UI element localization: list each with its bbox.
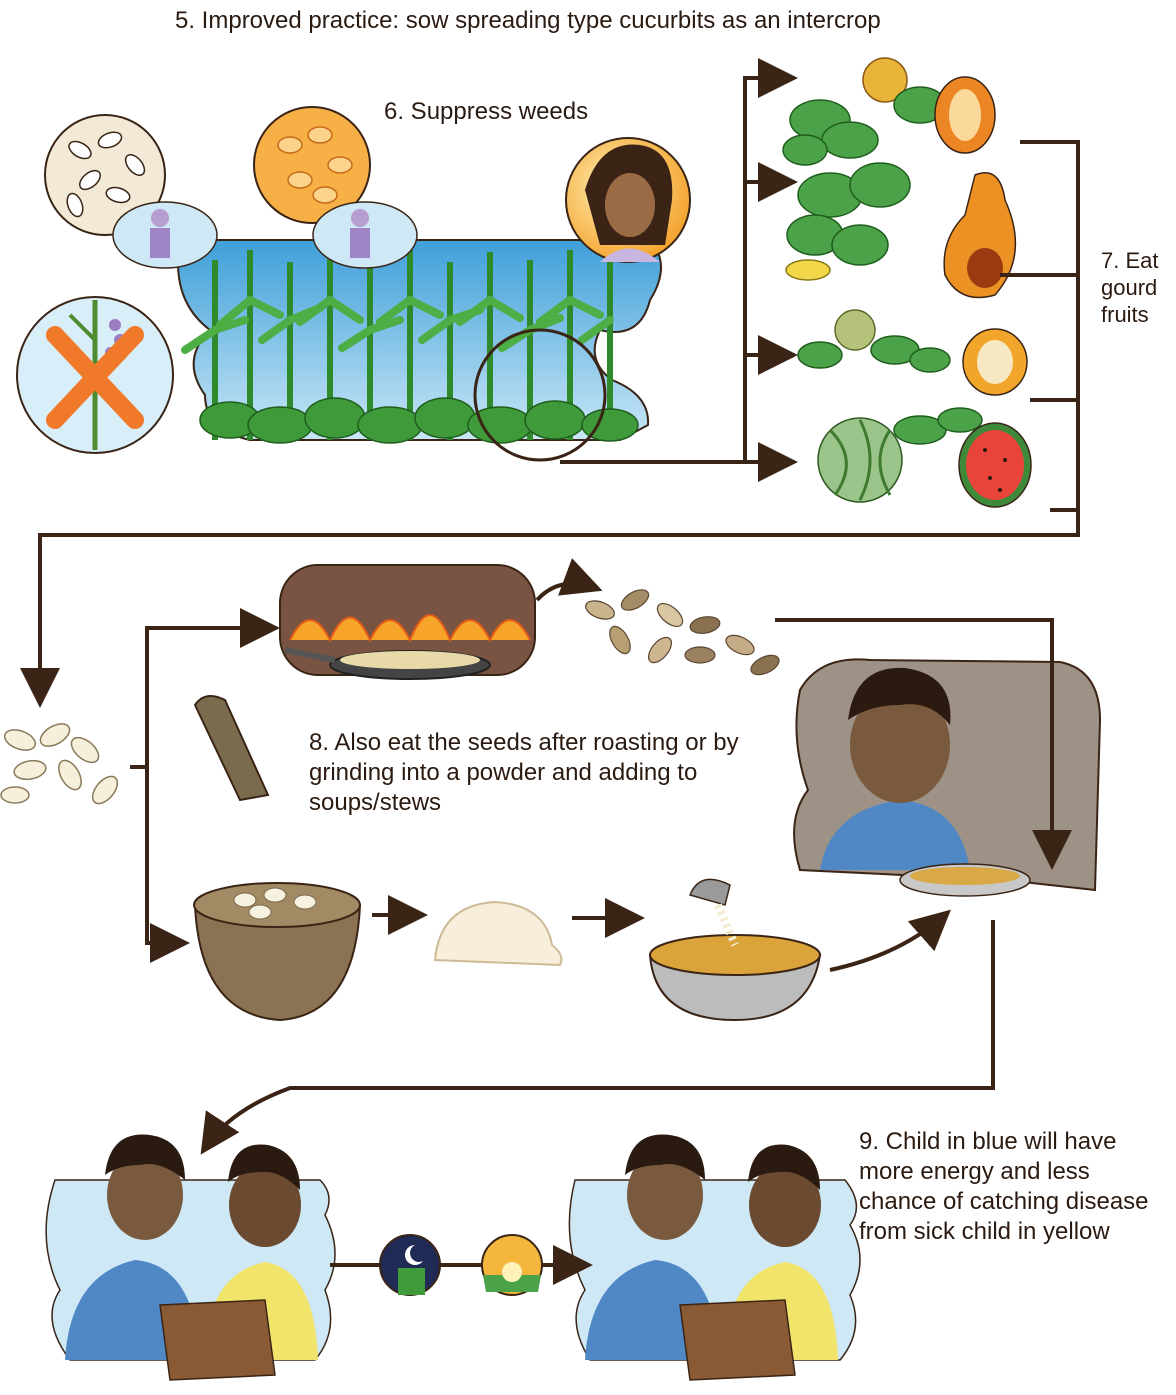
step-8-caption: 8. Also eat the seeds after roasting or … [309,728,739,818]
raw-seed-pile [1,719,122,808]
seed-powder-mound [435,902,561,965]
night-icon [380,1235,440,1295]
pumpkin-plant [783,58,995,165]
step-6-caption: 6. Suppress weeds [384,97,588,127]
farmer-sowing-1 [113,202,217,268]
step-7-caption: 7. Eat gourd fruits [1101,247,1173,328]
children-reading-sick [46,1135,335,1381]
soup-bowl-with-powder [650,879,820,1020]
weed-crossed-out-circle [17,297,173,453]
butternut-plant [786,163,1015,298]
step-9-caption: 9. Child in blue will have more energy a… [859,1127,1169,1247]
woman-portrait [566,138,690,262]
roasting-fire-pan [280,565,535,679]
watermelon-plant [818,408,1031,507]
farmer-sowing-2 [313,202,417,268]
book-icon [160,1300,275,1380]
book-icon [680,1300,795,1380]
step-5-caption: 5. Improved practice: sow spreading type… [175,6,881,36]
day-icon [482,1235,542,1295]
roasted-seed-pile [583,586,782,679]
round-gourd-plant [798,310,1027,395]
children-reading-well [569,1135,860,1381]
boy-eating [794,659,1100,896]
maize-field-scene [178,240,661,460]
